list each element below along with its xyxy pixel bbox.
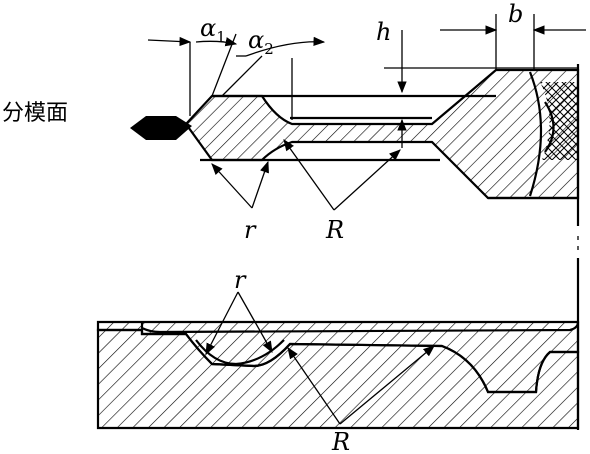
bottom-radius-leaders bbox=[205, 291, 435, 425]
r-bottom-label: r bbox=[234, 266, 247, 294]
h-label: h bbox=[376, 18, 391, 46]
b-dimension bbox=[440, 14, 586, 70]
b-label: b bbox=[508, 0, 523, 28]
h-dimension bbox=[384, 30, 578, 148]
upper-forging-section bbox=[184, 68, 580, 200]
top-radius-leaders bbox=[211, 139, 401, 211]
parting-surface-label: 分模面 bbox=[2, 101, 68, 126]
R-top-label: R bbox=[325, 216, 344, 244]
alpha-dimensions bbox=[147, 33, 326, 120]
alpha1-label: α1 bbox=[200, 14, 226, 46]
parting-surface-arrow bbox=[130, 116, 192, 140]
lower-die-block bbox=[96, 320, 580, 430]
alpha2-label: α2 bbox=[248, 26, 274, 58]
r-top-label: r bbox=[244, 216, 257, 244]
R-bottom-label: R bbox=[331, 428, 350, 454]
